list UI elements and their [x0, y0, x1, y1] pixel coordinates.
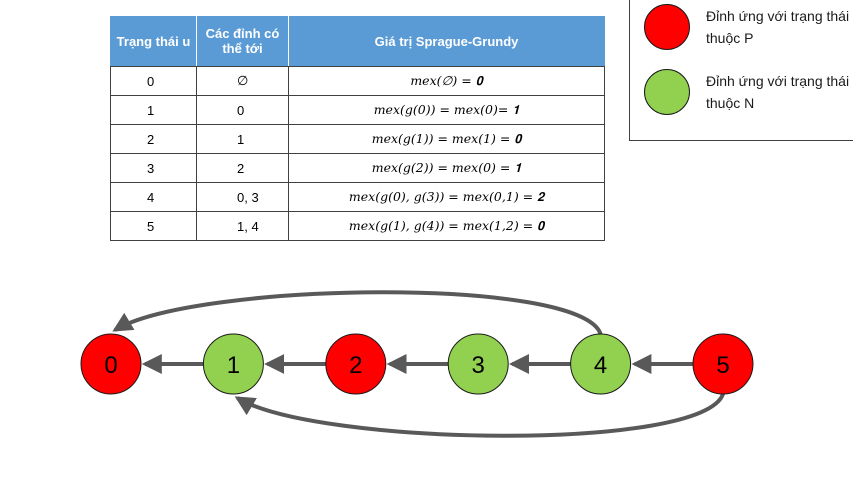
cell-reachable: 0 [196, 95, 289, 125]
edge-4-to-0 [112, 290, 603, 335]
cell-state: 3 [110, 153, 197, 183]
cell-formula: mex(g(0), g(3)) = mex(0,1) = 𝟐 [288, 182, 605, 212]
node-5: 5 [692, 333, 754, 395]
table-row: 3 2 mex(g(2)) = mex(0) = 𝟏 [110, 153, 605, 183]
node-1: 1 [202, 333, 264, 395]
cell-state: 5 [110, 211, 197, 241]
legend-p-label: Đỉnh ứng với trạng thái thuộc P [706, 8, 850, 46]
node-circle-2 [325, 333, 387, 395]
node-label-0: 0 [104, 352, 117, 379]
cell-reachable: 1 [196, 124, 289, 154]
table-row: 5 1, 4 mex(g(1), g(4)) = mex(1,2) = 𝟎 [110, 211, 605, 241]
cell-formula: mex(∅) = 𝟎 [288, 66, 605, 96]
table-header-row: Trạng thái u Các đỉnh có thể tới Giá trị… [110, 16, 605, 67]
n-state-swatch [644, 69, 690, 115]
cell-formula: mex(g(1), g(4)) = mex(1,2) = 𝟎 [288, 211, 605, 241]
cell-reachable: 0, 3 [196, 182, 289, 212]
edges-layer [112, 290, 725, 438]
legend-n-label: Đỉnh ứng với trạng thái thuộc N [706, 73, 850, 111]
node-0: 0 [80, 333, 142, 395]
edge-5-to-1 [234, 393, 725, 438]
node-label-3: 3 [472, 352, 485, 379]
node-label-4: 4 [594, 352, 607, 379]
legend-item-p: Đỉnh ứng với trạng thái thuộc P [644, 4, 853, 50]
table-row: 2 1 mex(g(1)) = mex(1) = 𝟎 [110, 124, 605, 154]
node-label-1: 1 [227, 352, 240, 379]
node-circle-4 [570, 333, 632, 395]
node-circle-1 [202, 333, 264, 395]
cell-state: 0 [110, 66, 197, 96]
legend-item-n: Đỉnh ứng với trạng thái thuộc N [644, 69, 853, 115]
header-reachable: Các đỉnh có thể tới [196, 16, 289, 67]
node-label-2: 2 [349, 352, 362, 379]
header-grundy-value: Giá trị Sprague-Grundy [288, 16, 605, 67]
node-4: 4 [570, 333, 632, 395]
cell-reachable: 1, 4 [196, 211, 289, 241]
nodes-layer: 0 1 2 3 4 5 [80, 333, 754, 395]
header-state: Trạng thái u [110, 16, 197, 67]
cell-formula: mex(g(1)) = mex(1) = 𝟎 [288, 124, 605, 154]
cell-reachable: ∅ [196, 66, 289, 96]
cell-state: 2 [110, 124, 197, 154]
table-row: 1 0 mex(g(0)) = mex(0)= 𝟏 [110, 95, 605, 125]
table-row: 0 ∅ mex(∅) = 𝟎 [110, 66, 605, 96]
node-label-5: 5 [716, 352, 729, 379]
cell-formula: mex(g(2)) = mex(0) = 𝟏 [288, 153, 605, 183]
p-state-swatch [644, 4, 690, 50]
table-row: 4 0, 3 mex(g(0), g(3)) = mex(0,1) = 𝟐 [110, 182, 605, 212]
node-circle-0 [80, 333, 142, 395]
sprague-grundy-table: Trạng thái u Các đỉnh có thể tới Giá trị… [110, 16, 605, 241]
cell-state: 4 [110, 182, 197, 212]
legend-box: Đỉnh ứng với trạng thái thuộc P Đỉnh ứng… [629, 0, 853, 141]
node-circle-3 [447, 333, 509, 395]
node-3: 3 [447, 333, 509, 395]
node-circle-5 [692, 333, 754, 395]
cell-formula: mex(g(0)) = mex(0)= 𝟏 [288, 95, 605, 125]
cell-state: 1 [110, 95, 197, 125]
node-2: 2 [325, 333, 387, 395]
cell-reachable: 2 [196, 153, 289, 183]
